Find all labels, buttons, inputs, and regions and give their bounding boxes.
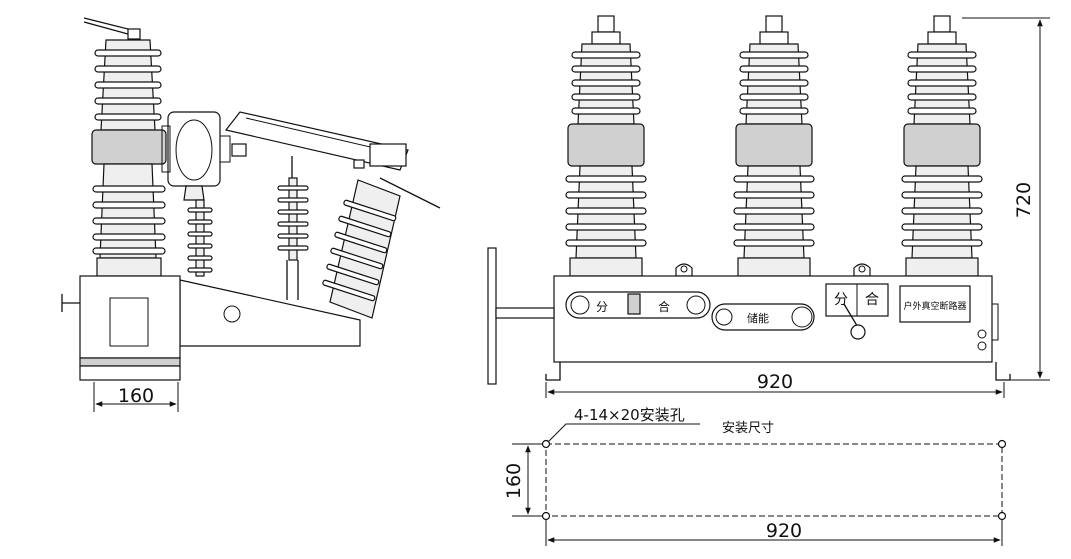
mounting-depth-label: 160	[503, 463, 525, 499]
side-lower-insulator	[92, 163, 166, 277]
mounting-width-label: 920	[766, 520, 802, 542]
side-width-dimension	[93, 382, 179, 412]
height-dimension	[962, 17, 1050, 381]
mounting-flange	[487, 247, 555, 385]
side-tilted-insulator	[322, 179, 401, 319]
lifting-lugs	[675, 263, 871, 277]
side-width-label: 160	[118, 385, 154, 407]
side-view: 160	[61, 17, 441, 412]
front-pole-3	[901, 15, 983, 277]
nameplate-text: 户外真空断路器	[903, 300, 966, 312]
front-pole-1	[565, 15, 647, 277]
position-indicator	[825, 283, 889, 340]
height-label: 720	[1013, 182, 1035, 218]
label-close-1: 合	[658, 299, 670, 314]
mounting-view	[512, 423, 1007, 546]
mounting-title: 安装尺寸	[722, 421, 774, 436]
nameplate-frame	[899, 285, 971, 323]
side-disconnect-arm	[224, 111, 441, 209]
label-close-2: 合	[865, 292, 879, 308]
open-close-linkage	[565, 291, 711, 319]
side-base-frame	[61, 275, 361, 381]
side-upper-insulator	[91, 39, 167, 165]
side-middle-insulator	[277, 156, 309, 300]
label-store: 储能	[747, 311, 769, 325]
side-ct-tank	[161, 111, 231, 201]
energy-storage-lever	[711, 303, 815, 331]
front-view: 分 合 储能 分 合 户外真空断路器	[487, 15, 1050, 398]
front-width-label: 920	[757, 371, 793, 393]
earth-terminal	[977, 303, 999, 351]
side-post-insulator	[187, 199, 213, 277]
front-pole-2	[733, 15, 815, 277]
label-open-1: 分	[596, 300, 608, 314]
holes-note: 4-14×20安装孔	[574, 406, 685, 424]
label-open-2: 分	[834, 292, 848, 308]
front-width-dimension	[545, 382, 1005, 398]
